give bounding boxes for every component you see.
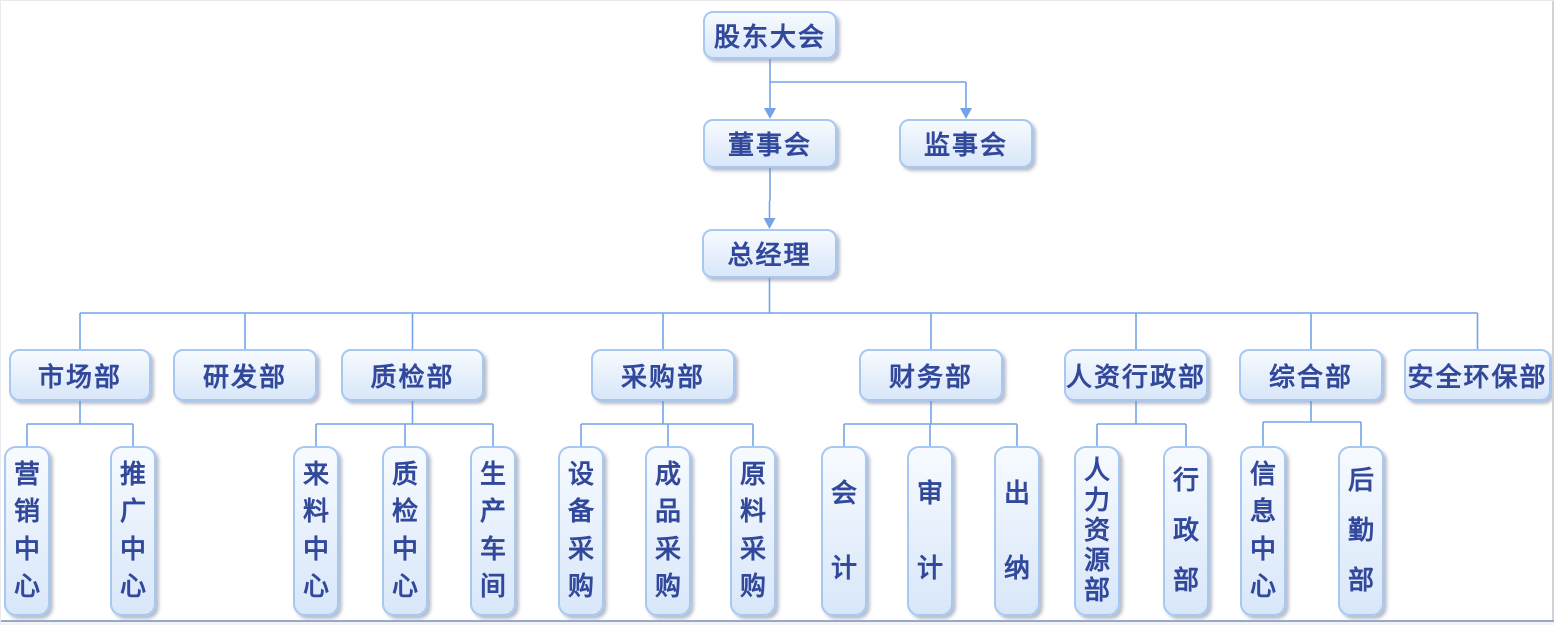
node-label-char: 审 [916,478,943,508]
node-label-char: 计 [830,553,857,583]
node-raw-material-purchasing[interactable]: 原料采购 [730,446,776,616]
node-label-char: 部 [1172,566,1199,595]
node-label-char: 纳 [1003,553,1030,583]
node-auditing[interactable]: 审计 [907,446,953,616]
node-label-char: 质 [391,459,418,489]
node-marketing-center[interactable]: 营销中心 [4,446,50,616]
node-label-char: 人 [1083,456,1110,485]
node-finished-goods-purchasing[interactable]: 成品采购 [645,446,691,616]
node-label-char: 心 [391,572,418,602]
node-label-char: 成 [654,459,681,489]
node-label-char: 资 [1083,516,1110,545]
node-label-char: 备 [567,497,594,527]
node-label-char: 心 [302,572,329,602]
node-label-char: 后 [1347,466,1374,495]
node-marketing-dept[interactable]: 市场部 [9,349,151,401]
node-rnd-dept[interactable]: 研发部 [173,349,317,401]
node-label-char: 推 [119,459,146,489]
frame-bottom-strip [1,622,1554,625]
node-label-char: 采 [567,534,594,564]
node-label-char: 勤 [1347,516,1374,545]
node-label-char: 间 [479,572,506,602]
node-label-char: 采 [739,534,766,564]
frame-right-border [1552,1,1554,625]
arrowhead-icon [763,218,776,229]
node-quality-dept[interactable]: 质检部 [341,349,484,401]
node-label-char: 检 [391,497,418,527]
node-label-char: 购 [739,572,766,602]
node-info-center[interactable]: 信息中心 [1240,446,1286,616]
node-label-char: 料 [302,497,329,527]
node-human-resources-dept[interactable]: 人力资源部 [1074,446,1120,616]
node-label-char: 销 [13,497,40,527]
node-label-char: 心 [13,572,40,602]
node-incoming-material-center[interactable]: 来料中心 [293,446,339,616]
node-general-manager[interactable]: 总经理 [702,229,837,278]
node-label-char: 购 [567,572,594,602]
node-label-char: 广 [119,497,146,527]
node-label-char: 品 [654,497,681,527]
frame-bottom-border [1,620,1554,622]
node-label-char: 中 [13,534,40,564]
node-equipment-purchasing[interactable]: 设备采购 [558,446,604,616]
node-label-char: 会 [830,478,857,508]
node-label-char: 中 [1249,534,1276,564]
node-general-affairs-dept[interactable]: 综合部 [1239,349,1383,401]
node-cashier[interactable]: 出纳 [994,446,1040,616]
node-label-char: 车 [479,534,506,564]
node-label-char: 计 [916,553,943,583]
node-label-char: 来 [302,459,329,489]
node-label-char: 心 [119,572,146,602]
node-label-char: 原 [739,459,766,489]
node-label-char: 购 [654,572,681,602]
node-label-char: 部 [1347,566,1374,595]
node-label-char: 政 [1172,516,1199,545]
node-label-char: 部 [1083,576,1110,605]
node-label-char: 息 [1249,497,1276,527]
node-label-char: 设 [567,459,594,489]
node-finance-dept[interactable]: 财务部 [859,349,1003,401]
node-label-char: 产 [479,497,506,527]
node-purchasing-dept[interactable]: 采购部 [591,349,735,401]
node-label-char: 心 [1249,572,1276,602]
node-hr-admin-dept[interactable]: 人资行政部 [1064,349,1208,401]
node-label-char: 中 [302,534,329,564]
node-promotion-center[interactable]: 推广中心 [110,446,156,616]
node-label-char: 行 [1172,466,1199,495]
arrowhead-icon [764,108,776,119]
node-logistics-dept[interactable]: 后勤部 [1338,446,1384,616]
node-admin-dept[interactable]: 行政部 [1163,446,1209,616]
node-quality-inspection-center[interactable]: 质检中心 [382,446,428,616]
node-safety-env-dept[interactable]: 安全环保部 [1404,349,1551,401]
arrowhead-icon [960,108,972,119]
node-production-workshop[interactable]: 生产车间 [470,446,516,616]
node-shareholders-meeting[interactable]: 股东大会 [703,11,837,59]
node-label-char: 采 [654,534,681,564]
node-label-char: 出 [1003,478,1030,508]
node-accounting[interactable]: 会计 [821,446,867,616]
node-supervisory-board[interactable]: 监事会 [899,119,1033,168]
node-label-char: 料 [739,497,766,527]
node-label-char: 信 [1249,459,1276,489]
node-label-char: 源 [1083,546,1110,575]
node-label-char: 中 [119,534,146,564]
node-label-char: 中 [391,534,418,564]
node-label-char: 生 [479,459,506,489]
node-board-of-directors[interactable]: 董事会 [703,119,837,168]
node-label-char: 营 [13,459,40,489]
node-label-char: 力 [1083,486,1110,515]
